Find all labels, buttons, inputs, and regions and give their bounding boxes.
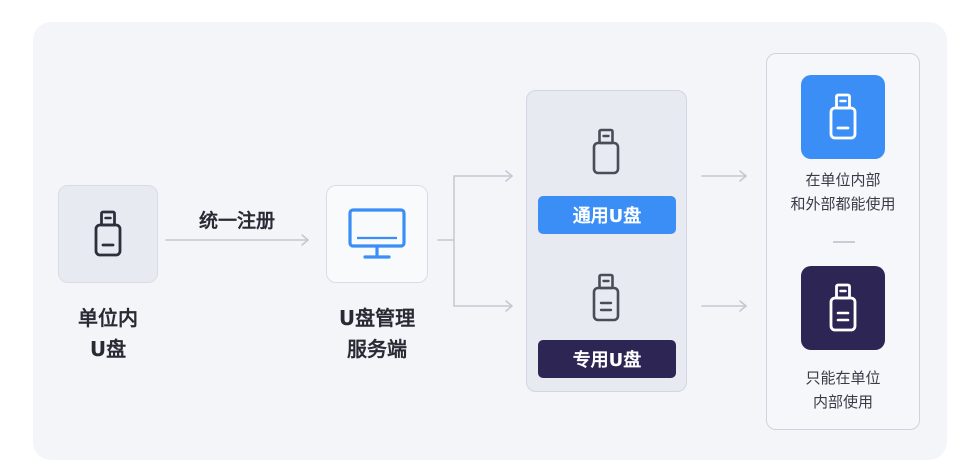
usb-drive-icon <box>592 128 620 175</box>
source-node <box>58 185 158 283</box>
usb-drive-icon <box>94 210 122 257</box>
general-usb-tag: 通用U盘 <box>538 196 676 234</box>
dedicated-usage-line2: 内部使用 <box>812 393 873 411</box>
usb-drive-icon <box>829 93 857 140</box>
general-usage-line2: 和外部都能使用 <box>790 195 896 213</box>
server-label-line1: U盘管理 <box>338 306 416 330</box>
source-label-line1: 单位内 <box>78 306 138 330</box>
general-usage-text: 在单位内部 和外部都能使用 <box>770 168 916 216</box>
server-node <box>326 185 428 283</box>
dedicated-usage-line1: 只能在单位 <box>805 369 881 387</box>
monitor-icon <box>348 208 406 259</box>
usb-drive-icon <box>592 273 620 322</box>
usb-drive-icon <box>829 283 857 332</box>
source-label-line2: U盘 <box>89 337 127 361</box>
server-label: U盘管理 服务端 <box>317 303 437 365</box>
source-label: 单位内 U盘 <box>48 303 168 365</box>
general-usage-line1: 在单位内部 <box>805 171 881 189</box>
dedicated-usage-tile <box>801 266 885 350</box>
result-divider <box>833 241 855 243</box>
general-usage-tile <box>801 75 885 159</box>
branch-connector <box>453 175 513 307</box>
server-label-line2: 服务端 <box>347 337 407 361</box>
dedicated-usage-text: 只能在单位 内部使用 <box>770 366 916 414</box>
register-edge-label: 统一注册 <box>198 210 275 232</box>
dedicated-usb-tag: 专用U盘 <box>538 340 676 378</box>
